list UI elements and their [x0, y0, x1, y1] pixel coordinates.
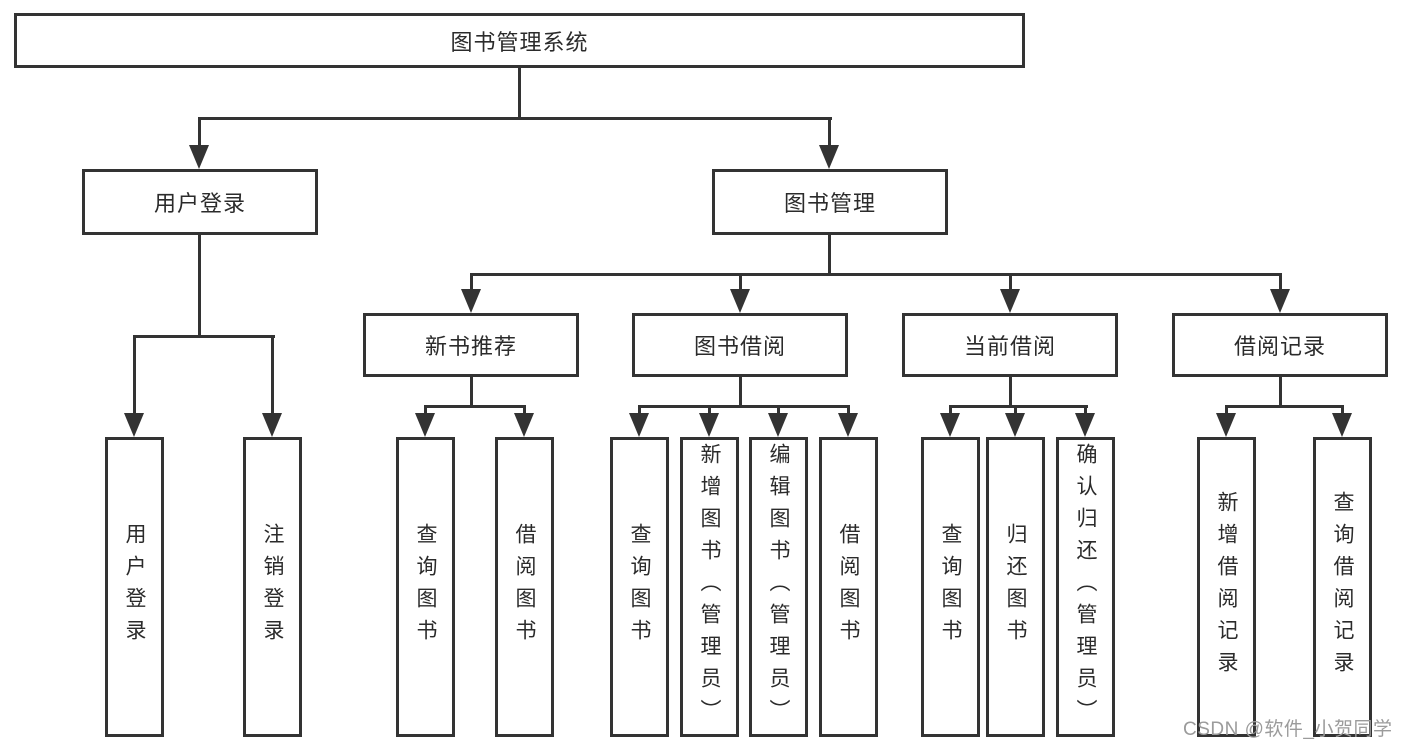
leaf-user-login: 用户登录 [105, 437, 164, 737]
connector-line [198, 117, 201, 149]
node-label: 用户登录 [153, 191, 246, 216]
leaf-label: 确认归还（管理员） [1074, 443, 1097, 731]
connector-line [777, 405, 780, 417]
node-borrow-records: 借阅记录 [1172, 313, 1388, 377]
connector-line [198, 117, 832, 120]
connector-line [424, 405, 526, 408]
arrowhead-down-icon [1005, 413, 1025, 437]
connector-line [828, 117, 831, 149]
leaf-label: 新增借阅记录 [1215, 491, 1238, 683]
arrowhead-down-icon [699, 413, 719, 437]
connector-line [1225, 405, 1344, 408]
leaf-query-books-current: 查询图书 [921, 437, 980, 737]
node-label: 当前借阅 [963, 334, 1056, 359]
arrowhead-down-icon [838, 413, 858, 437]
connector-line [470, 273, 1282, 276]
arrowhead-down-icon [1270, 289, 1290, 313]
connector-line [828, 234, 831, 276]
connector-line [133, 335, 275, 338]
connector-line [1084, 405, 1087, 417]
connector-line [1225, 405, 1228, 417]
connector-line [638, 405, 641, 417]
connector-line [1009, 273, 1012, 291]
node-label: 图书管理 [783, 191, 876, 216]
arrowhead-down-icon [124, 413, 144, 437]
leaf-label: 查询图书 [628, 523, 651, 651]
node-user-login: 用户登录 [82, 169, 318, 235]
watermark: CSDN @软件_小贺同学 [1183, 719, 1393, 740]
leaf-borrow-books-recommend: 借阅图书 [495, 437, 554, 737]
node-current-borrow: 当前借阅 [902, 313, 1118, 377]
leaf-label: 用户登录 [123, 523, 146, 651]
connector-line [198, 234, 201, 338]
arrowhead-down-icon [461, 289, 481, 313]
arrowhead-down-icon [514, 413, 534, 437]
arrowhead-down-icon [629, 413, 649, 437]
connector-line [424, 405, 427, 417]
arrowhead-down-icon [1216, 413, 1236, 437]
arrowhead-down-icon [1075, 413, 1095, 437]
arrowhead-down-icon [262, 413, 282, 437]
leaf-logout: 注销登录 [243, 437, 302, 737]
connector-line [1341, 405, 1344, 417]
node-label: 借阅记录 [1233, 334, 1326, 359]
leaf-query-borrow-record: 查询借阅记录 [1313, 437, 1372, 737]
arrowhead-down-icon [415, 413, 435, 437]
leaf-query-books-borrow: 查询图书 [610, 437, 669, 737]
leaf-label: 归还图书 [1004, 523, 1027, 651]
connector-line [523, 405, 526, 417]
leaf-label: 编辑图书（管理员） [767, 443, 790, 731]
leaf-return-books: 归还图书 [986, 437, 1045, 737]
leaf-edit-books-admin: 编辑图书（管理员） [749, 437, 808, 737]
node-label: 图书借阅 [693, 334, 786, 359]
node-label: 新书推荐 [424, 334, 517, 359]
connector-line [949, 405, 1088, 408]
connector-line [470, 273, 473, 291]
connector-line [1014, 405, 1017, 417]
leaf-label: 查询图书 [939, 523, 962, 651]
connector-line [847, 405, 850, 417]
node-book-management: 图书管理 [712, 169, 948, 235]
node-root-system: 图书管理系统 [14, 13, 1025, 68]
leaf-label: 查询图书 [414, 523, 437, 651]
connector-line [470, 376, 473, 408]
connector-line [739, 376, 742, 408]
arrowhead-down-icon [189, 145, 209, 169]
leaf-confirm-return-admin: 确认归还（管理员） [1056, 437, 1115, 737]
connector-line [133, 335, 136, 415]
node-book-borrow: 图书借阅 [632, 313, 848, 377]
leaf-add-borrow-record: 新增借阅记录 [1197, 437, 1256, 737]
node-label: 图书管理系统 [450, 29, 589, 55]
connector-line [1279, 376, 1282, 408]
leaf-label: 借阅图书 [837, 523, 860, 651]
node-new-book-recommend: 新书推荐 [363, 313, 579, 377]
leaf-add-books-admin: 新增图书（管理员） [680, 437, 739, 737]
connector-line [271, 335, 274, 415]
arrowhead-down-icon [1332, 413, 1352, 437]
connector-line [739, 273, 742, 291]
connector-line [1279, 273, 1282, 291]
leaf-label: 注销登录 [261, 523, 284, 651]
leaf-label: 查询借阅记录 [1331, 491, 1354, 683]
leaf-borrow-books: 借阅图书 [819, 437, 878, 737]
connector-line [638, 405, 850, 408]
leaf-label: 借阅图书 [513, 523, 536, 651]
arrowhead-down-icon [1000, 289, 1020, 313]
connector-line [708, 405, 711, 417]
arrowhead-down-icon [940, 413, 960, 437]
leaf-query-books-recommend: 查询图书 [396, 437, 455, 737]
arrowhead-down-icon [819, 145, 839, 169]
arrowhead-down-icon [730, 289, 750, 313]
connector-line [1009, 376, 1012, 408]
leaf-label: 新增图书（管理员） [698, 443, 721, 731]
connector-line [949, 405, 952, 417]
connector-line [518, 68, 521, 120]
arrowhead-down-icon [768, 413, 788, 437]
